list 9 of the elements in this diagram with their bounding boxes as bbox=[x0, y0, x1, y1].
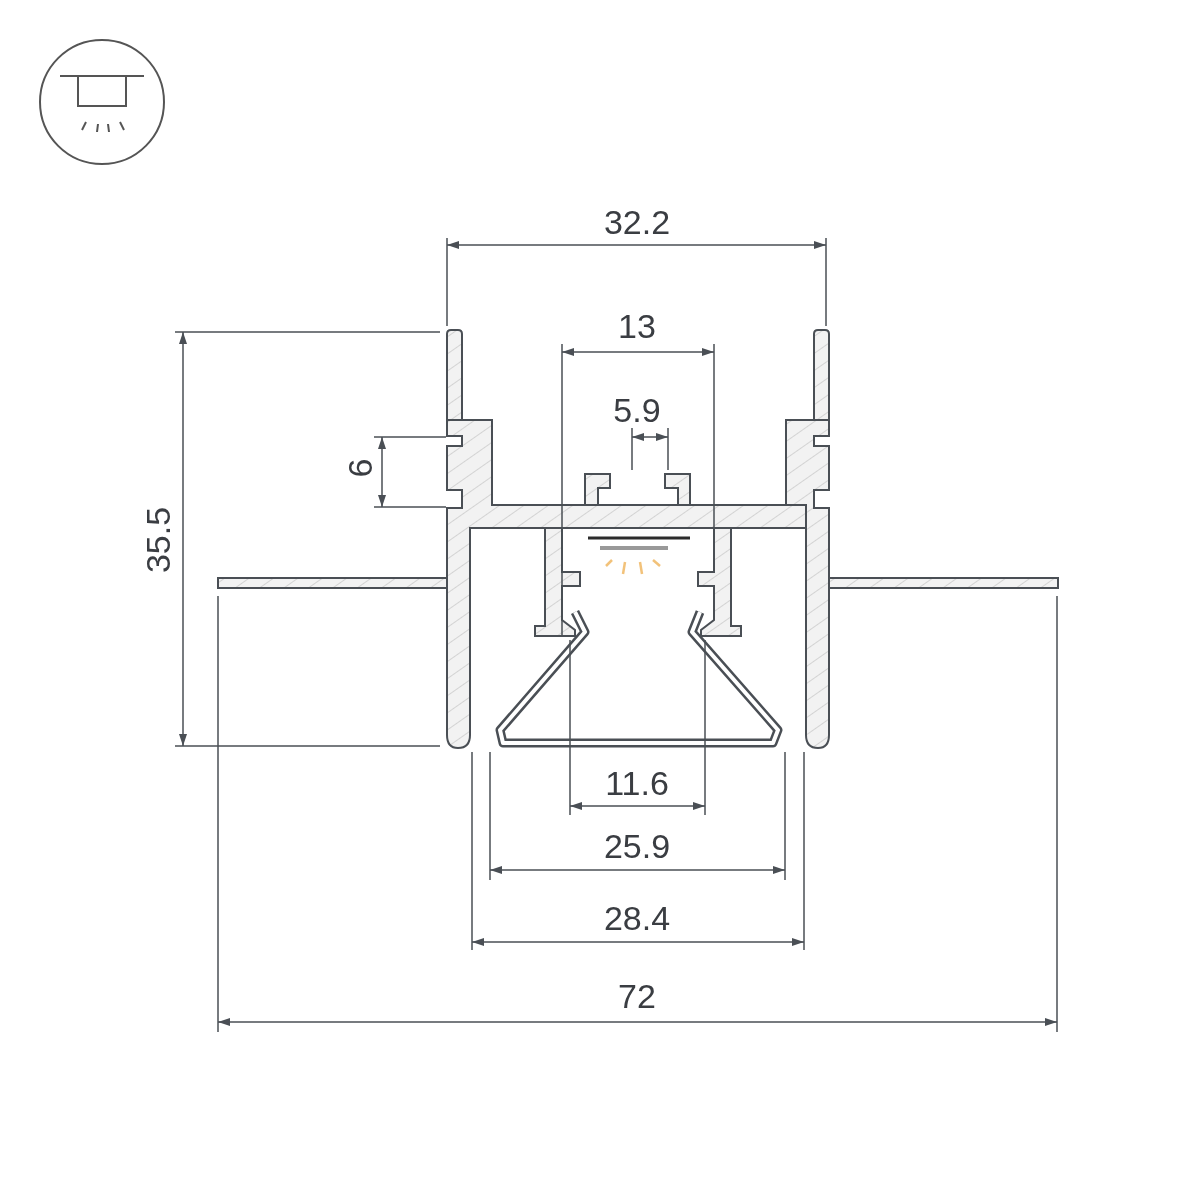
dimension-label: 13 bbox=[618, 309, 656, 343]
dimension-label: 35.5 bbox=[141, 506, 175, 574]
dimension-label: 28.4 bbox=[603, 901, 671, 935]
dimension-label: 25.9 bbox=[603, 829, 671, 863]
dimension-label: 32.2 bbox=[603, 205, 671, 239]
dimension-label: 5.9 bbox=[613, 393, 661, 427]
dimension-label: 72 bbox=[618, 979, 656, 1013]
dimension-label: 6 bbox=[343, 458, 377, 478]
dimension-label: 11.6 bbox=[605, 766, 669, 800]
